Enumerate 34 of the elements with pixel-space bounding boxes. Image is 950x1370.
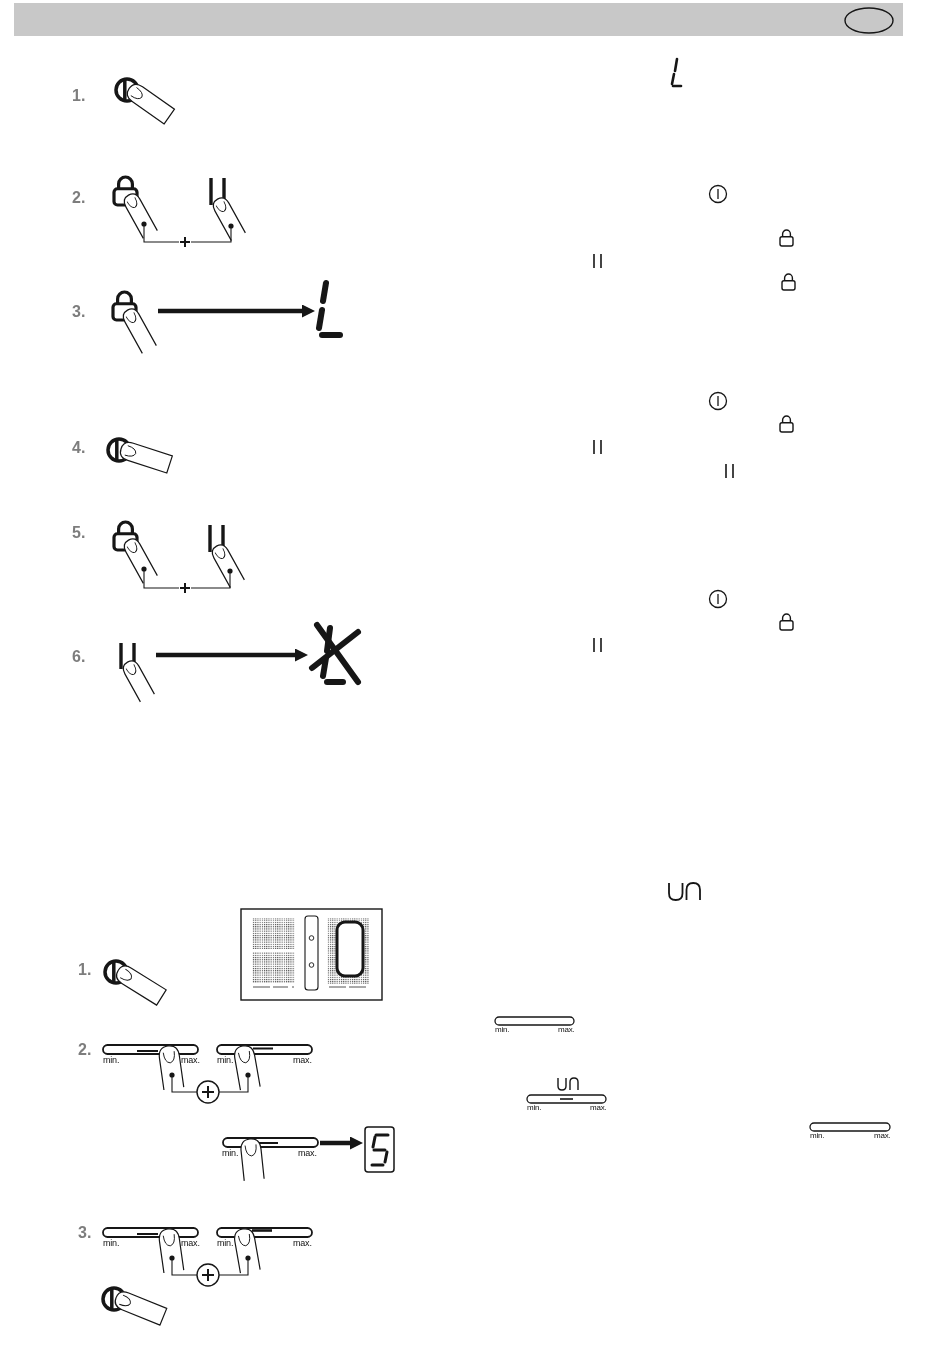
slider-scale-label: max.	[558, 1026, 575, 1034]
slider-scale-label: max.	[181, 1056, 200, 1065]
pause-button-press-drawing	[118, 642, 156, 703]
slider-scale-label: min.	[222, 1149, 239, 1158]
step-number: 1.	[72, 88, 86, 104]
slider-scale-label: min.	[103, 1239, 120, 1248]
crossed-segment-display-drawing	[308, 621, 362, 686]
arrow	[156, 648, 308, 662]
step-number: 3.	[78, 1225, 92, 1241]
segment-display-drawing	[315, 279, 344, 339]
slider-scale-label: min.	[217, 1239, 234, 1248]
arrow	[320, 1136, 363, 1150]
step-number: 3.	[72, 304, 86, 320]
slider-scale-label: max.	[181, 1239, 200, 1248]
step-number: 6.	[72, 649, 86, 665]
slider-scale-label: max.	[293, 1239, 312, 1248]
step-number: 4.	[72, 440, 86, 456]
slider-scale-label: min.	[103, 1056, 120, 1065]
arrow	[158, 304, 315, 318]
slider-scale-label: min.	[527, 1104, 542, 1112]
step-number: 2.	[78, 1042, 92, 1058]
slider-press-drawing	[221, 1136, 320, 1182]
slider-scale-label: max.	[590, 1104, 607, 1112]
slider-scale-label: min.	[495, 1026, 510, 1034]
step-number: 2.	[72, 190, 86, 206]
slider-scale-label: min.	[810, 1132, 825, 1140]
slider-scale-label: max.	[874, 1132, 891, 1140]
slider-scale-label: max.	[298, 1149, 317, 1158]
lock-button-press-drawing	[110, 289, 158, 355]
step-number: 1.	[78, 962, 92, 978]
digit-display-drawing	[363, 1125, 396, 1174]
slider-scale-label: min.	[217, 1056, 234, 1065]
slider-scale-label: max.	[293, 1056, 312, 1065]
step-number: 5.	[72, 525, 86, 541]
